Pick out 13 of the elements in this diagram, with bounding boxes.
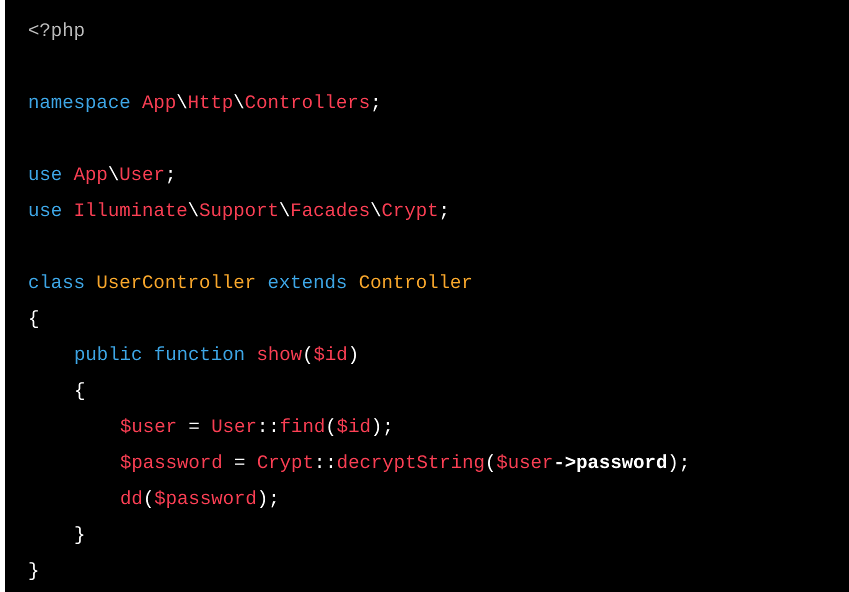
code-line: public function show($id) — [74, 343, 360, 367]
code-line: use App\User; — [28, 163, 176, 187]
code-line: dd($password); — [120, 487, 280, 511]
code-line: $password = Crypt::decryptString($user->password); — [120, 451, 690, 475]
code-line: <?php — [28, 19, 86, 43]
code-line: use Illuminate\Support\Facades\Crypt; — [28, 199, 450, 223]
code-line: class UserController extends Controller — [28, 271, 473, 295]
code-line: { — [28, 307, 40, 331]
code-line: namespace App\Http\Controllers; — [28, 91, 382, 115]
code-line: { — [74, 379, 86, 403]
code-line: } — [74, 523, 86, 547]
code-line: $user = User::find($id); — [120, 415, 394, 439]
code-line: } — [28, 559, 40, 583]
